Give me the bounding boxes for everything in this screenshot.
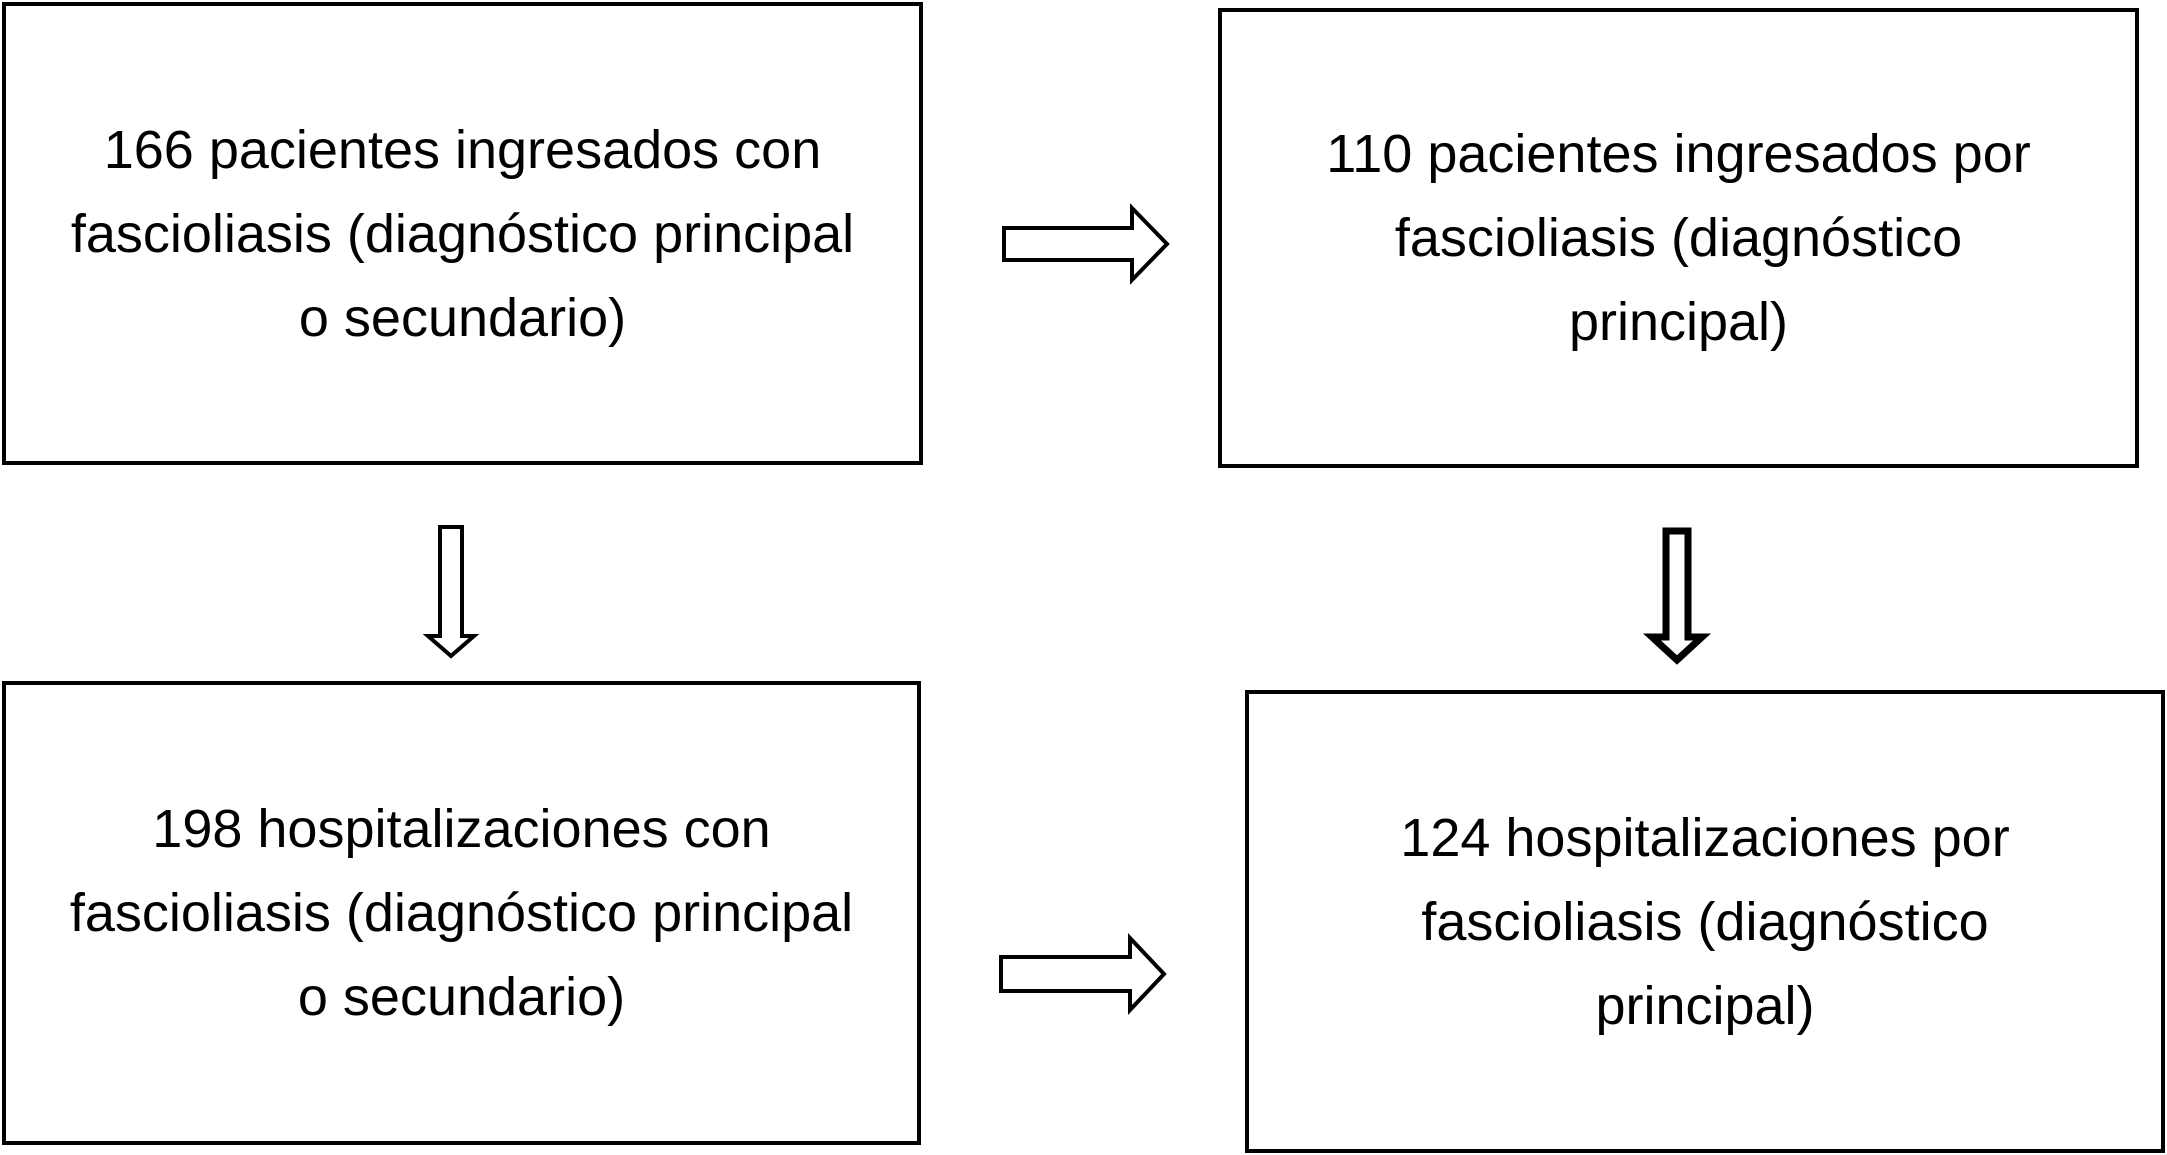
box-patients-admitted-with: 166 pacientes ingresados con fascioliasi…	[2, 2, 923, 465]
box-line: principal)	[1595, 975, 1815, 1036]
arrow-right-icon	[1002, 203, 1170, 285]
box-patients-admitted-for: 110 pacientes ingresados por fascioliasi…	[1218, 8, 2139, 468]
box-text: 198 hospitalizaciones con fascioliasis (…	[70, 787, 853, 1039]
box-line: 110 pacientes ingresados por	[1326, 124, 2031, 184]
box-line: o secundario)	[298, 287, 627, 348]
box-line: fascioliasis (diagnóstico	[1421, 891, 1989, 952]
box-hospitalizations-with: 198 hospitalizaciones con fascioliasis (…	[2, 681, 921, 1145]
box-line: principal)	[1568, 292, 1789, 352]
box-text: 166 pacientes ingresados con fascioliasi…	[71, 108, 854, 360]
box-line: o secundario)	[297, 967, 626, 1027]
box-line: fascioliasis (diagnóstico principal	[70, 203, 855, 264]
box-line: fascioliasis (diagnóstico principal	[69, 883, 854, 943]
box-line: fascioliasis (diagnóstico	[1394, 208, 1963, 268]
arrow-down-icon	[1643, 527, 1711, 665]
arrow-right-icon	[999, 932, 1167, 1016]
box-line: 198 hospitalizaciones con	[152, 799, 771, 859]
box-line: 166 pacientes ingresados con	[103, 119, 822, 180]
box-line: 124 hospitalizaciones por	[1400, 807, 2010, 868]
box-text: 110 pacientes ingresados por fascioliasi…	[1326, 112, 2030, 364]
box-text: 124 hospitalizaciones por fascioliasis (…	[1400, 796, 2009, 1048]
box-hospitalizations-for: 124 hospitalizaciones por fascioliasis (…	[1245, 690, 2165, 1153]
arrow-down-icon	[422, 525, 480, 659]
